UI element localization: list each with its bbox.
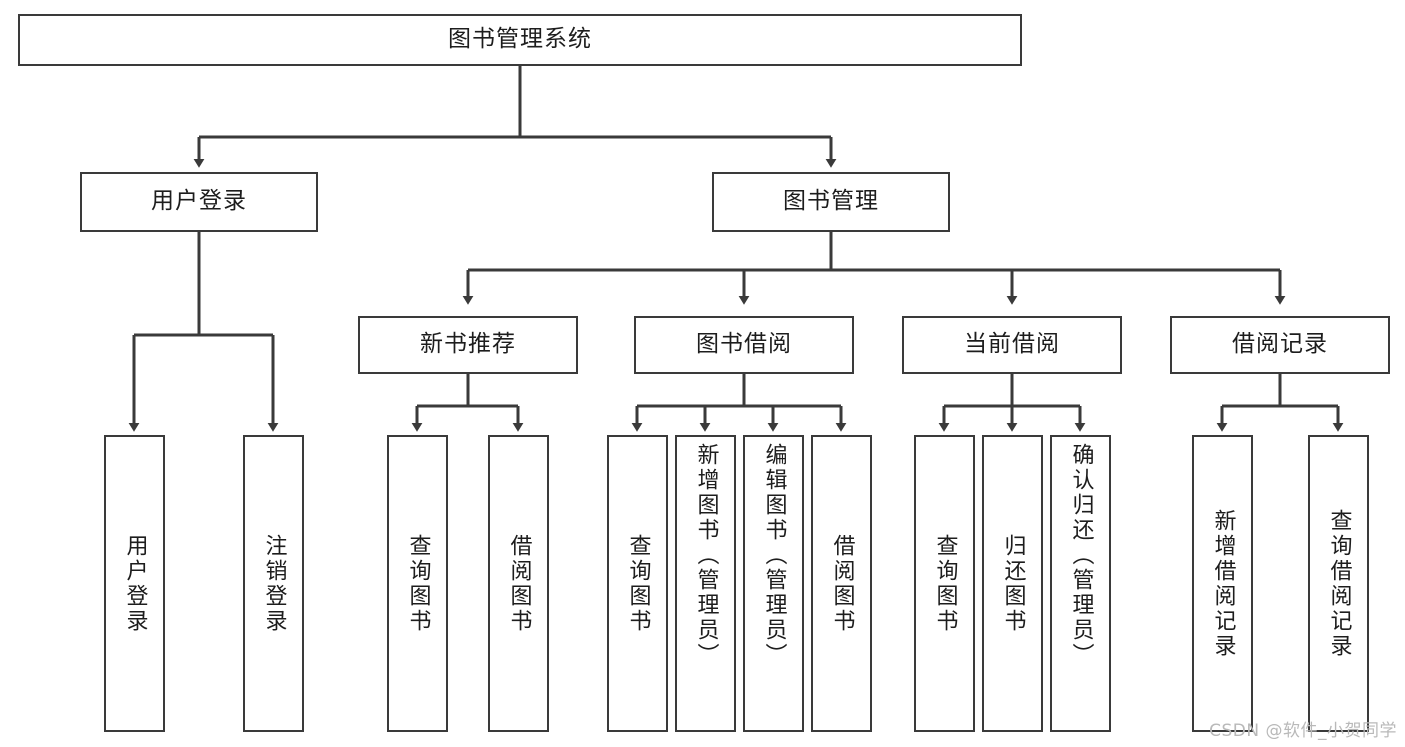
node-leaf-edit-book[interactable]: 编辑图书（管理员） (743, 435, 804, 732)
node-leaf-confirm-return[interactable]: 确认归还（管理员） (1050, 435, 1111, 732)
node-book-borrow-label: 图书借阅 (696, 331, 792, 358)
node-leaf-borrow-book-1-label: 借阅图书 (506, 533, 532, 634)
node-borrow-record[interactable]: 借阅记录 (1170, 316, 1390, 374)
node-leaf-query-book-1-label: 查询图书 (405, 533, 431, 634)
node-leaf-add-book[interactable]: 新增图书（管理员） (675, 435, 736, 732)
node-new-book-recommend-label: 新书推荐 (420, 331, 516, 358)
node-root[interactable]: 图书管理系统 (18, 14, 1022, 66)
node-leaf-query-book-2-label: 查询图书 (625, 533, 651, 634)
node-leaf-borrow-book-2[interactable]: 借阅图书 (811, 435, 872, 732)
node-leaf-user-logout-label: 注销登录 (261, 533, 287, 634)
node-user-login-label: 用户登录 (151, 188, 247, 215)
node-leaf-query-book-3[interactable]: 查询图书 (914, 435, 975, 732)
node-leaf-add-record[interactable]: 新增借阅记录 (1192, 435, 1253, 732)
node-root-label: 图书管理系统 (448, 26, 592, 53)
node-leaf-query-record-label: 查询借阅记录 (1326, 508, 1352, 659)
node-leaf-query-book-2[interactable]: 查询图书 (607, 435, 668, 732)
node-current-borrow[interactable]: 当前借阅 (902, 316, 1122, 374)
node-leaf-return-book-label: 归还图书 (1000, 533, 1026, 634)
node-leaf-query-book-3-label: 查询图书 (932, 533, 958, 634)
node-leaf-user-logout[interactable]: 注销登录 (243, 435, 304, 732)
node-borrow-record-label: 借阅记录 (1232, 331, 1328, 358)
node-current-borrow-label: 当前借阅 (964, 331, 1060, 358)
node-book-borrow[interactable]: 图书借阅 (634, 316, 854, 374)
node-new-book-recommend[interactable]: 新书推荐 (358, 316, 578, 374)
node-leaf-add-book-label: 新增图书（管理员） (693, 443, 719, 668)
node-leaf-query-book-1[interactable]: 查询图书 (387, 435, 448, 732)
node-leaf-borrow-book-2-label: 借阅图书 (829, 533, 855, 634)
node-book-manage-label: 图书管理 (783, 188, 879, 215)
node-leaf-user-login[interactable]: 用户登录 (104, 435, 165, 732)
node-user-login[interactable]: 用户登录 (80, 172, 318, 232)
node-book-manage[interactable]: 图书管理 (712, 172, 950, 232)
node-leaf-edit-book-label: 编辑图书（管理员） (761, 443, 787, 668)
node-leaf-user-login-label: 用户登录 (122, 533, 148, 634)
node-leaf-add-record-label: 新增借阅记录 (1210, 508, 1236, 659)
node-leaf-borrow-book-1[interactable]: 借阅图书 (488, 435, 549, 732)
node-leaf-confirm-return-label: 确认归还（管理员） (1068, 443, 1094, 668)
node-leaf-query-record[interactable]: 查询借阅记录 (1308, 435, 1369, 732)
watermark-text: CSDN @软件_小贺同学 (1209, 721, 1397, 741)
node-leaf-return-book[interactable]: 归还图书 (982, 435, 1043, 732)
